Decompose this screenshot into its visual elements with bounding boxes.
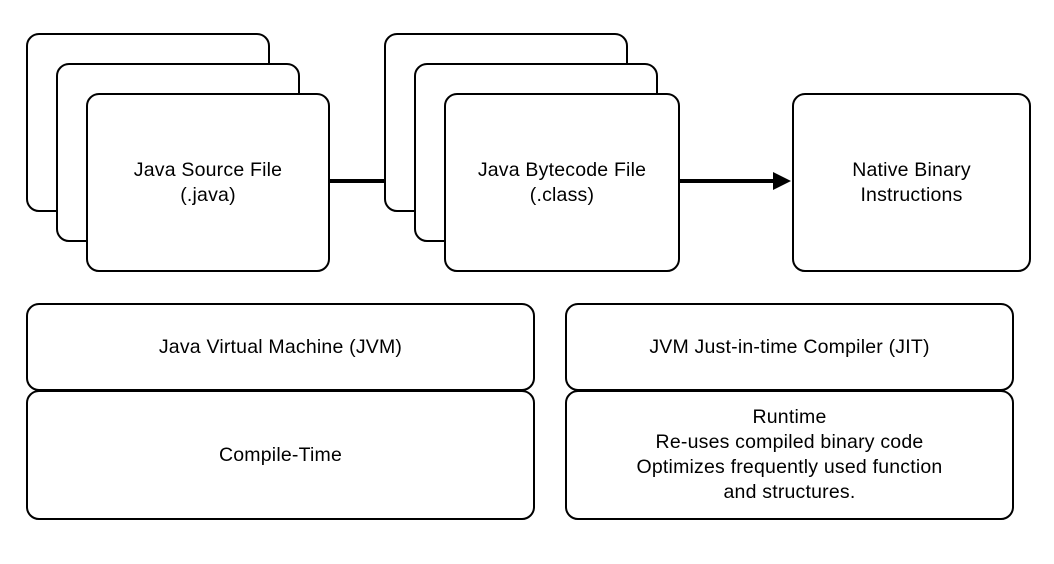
java-bytecode-file-card-front[interactable]: Java Bytecode File (.class) [444,93,680,272]
arrow-head-icon [773,172,791,190]
runtime-label: Runtime Re-uses compiled binary code Opt… [636,406,943,503]
compile-time-label: Compile-Time [218,443,343,466]
java-source-file-label: Java Source File (.java) [133,158,283,206]
panel-java-virtual-machine[interactable]: Java Virtual Machine (JVM) [26,303,535,391]
node-native-binary-instructions[interactable]: Native Binary Instructions [792,93,1031,272]
native-binary-instructions-label: Native Binary Instructions [852,158,971,206]
java-bytecode-file-label: Java Bytecode File (.class) [477,158,647,206]
panel-jit-compiler[interactable]: JVM Just-in-time Compiler (JIT) [565,303,1014,391]
node-java-bytecode-file-stack[interactable]: Java Bytecode File (.class) [384,33,718,275]
jit-compiler-label: JVM Just-in-time Compiler (JIT) [649,335,930,358]
arrow-shaft [330,179,423,183]
panel-compile-time[interactable]: Compile-Time [26,390,535,520]
java-source-file-card-front[interactable]: Java Source File (.java) [86,93,330,272]
java-virtual-machine-label: Java Virtual Machine (JVM) [158,335,403,358]
arrow-shaft [680,179,774,183]
node-java-source-file-stack[interactable]: Java Source File (.java) [26,33,360,275]
panel-runtime[interactable]: Runtime Re-uses compiled binary code Opt… [565,390,1014,520]
